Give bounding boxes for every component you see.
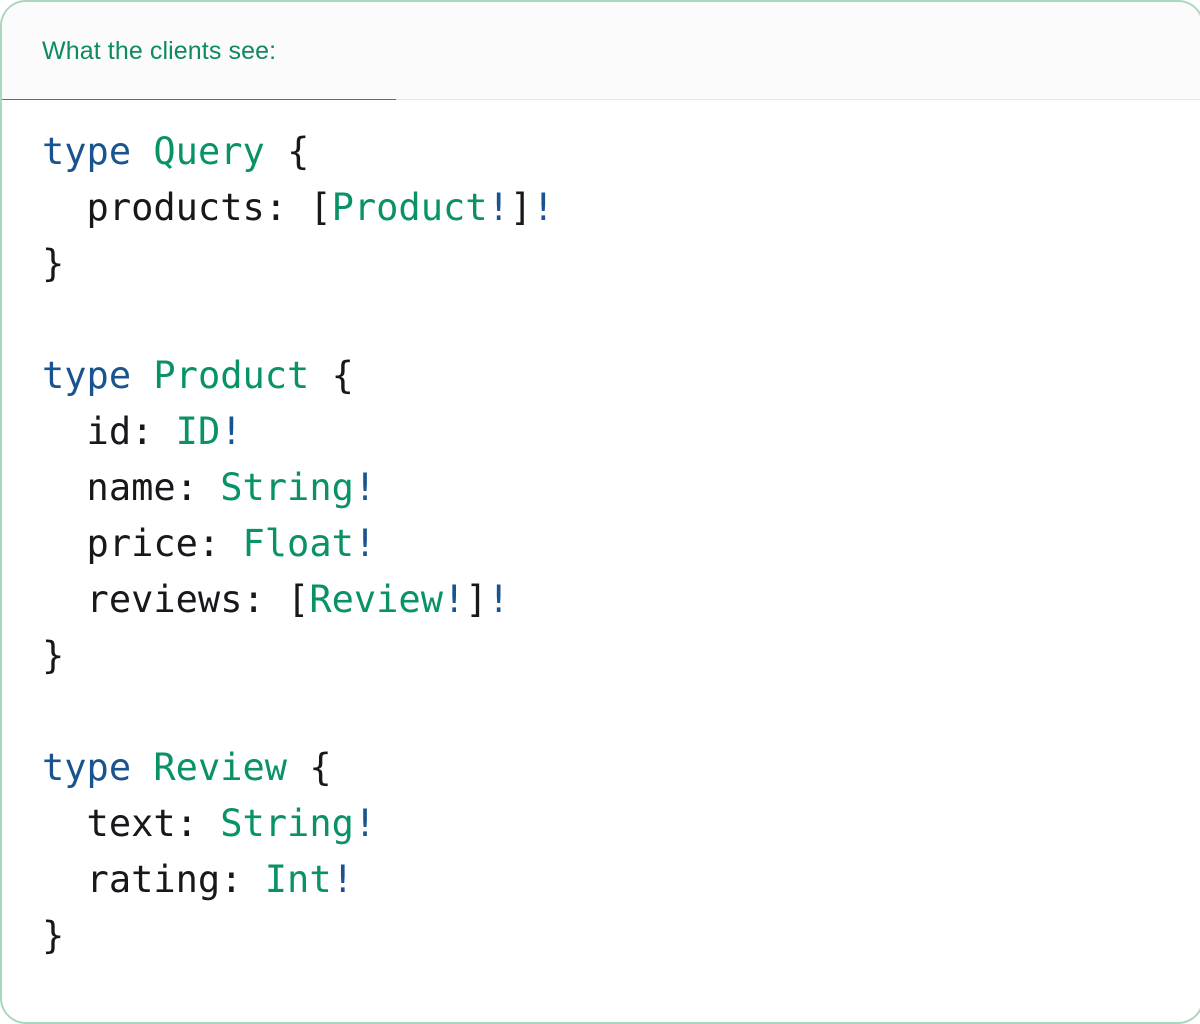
code-token: { [287, 130, 310, 173]
code-token [242, 858, 264, 901]
code-line: } [42, 628, 1200, 684]
code-token: ! [220, 410, 243, 453]
code-token: [ [287, 578, 310, 621]
graphql-schema-code: type Query { products: [Product!]!} type… [2, 124, 1200, 964]
code-token: reviews: [42, 578, 265, 621]
code-token: String [220, 466, 354, 509]
code-token: } [42, 914, 65, 957]
code-token: ] [509, 186, 533, 229]
code-token: ! [487, 186, 510, 229]
code-token [309, 354, 331, 397]
code-line: rating: Int! [42, 852, 1200, 908]
code-line: name: String! [42, 460, 1200, 516]
code-token: ! [331, 858, 354, 901]
code-token: { [331, 354, 354, 397]
code-line: reviews: [Review!]! [42, 572, 1200, 628]
code-token: Int [264, 858, 332, 901]
code-token: Float [242, 522, 354, 565]
code-line: type Review { [42, 740, 1200, 796]
code-token [131, 746, 153, 789]
code-token: ! [353, 802, 377, 845]
code-token: ! [353, 466, 377, 509]
code-token: ! [442, 578, 466, 621]
code-token: Product [331, 186, 488, 229]
code-token: } [42, 634, 65, 677]
code-token: Review [153, 746, 288, 789]
code-token [131, 354, 153, 397]
code-token: { [309, 746, 332, 789]
code-token: type [42, 354, 132, 397]
code-token [220, 522, 242, 565]
code-blank-line [42, 684, 1200, 740]
code-line: products: [Product!]! [42, 180, 1200, 236]
code-token [198, 802, 220, 845]
code-token: rating: [42, 858, 243, 901]
code-token: type [42, 746, 132, 789]
code-token: id: [42, 410, 154, 453]
code-token: name: [42, 466, 198, 509]
tab-what-the-clients-see[interactable]: What the clients see: [2, 2, 396, 100]
code-token [198, 466, 220, 509]
code-token: text: [42, 802, 198, 845]
code-token: products: [42, 186, 288, 229]
code-token: [ [309, 186, 332, 229]
code-token: } [42, 242, 65, 285]
code-token [153, 410, 175, 453]
code-token [265, 130, 287, 173]
code-token: ! [353, 522, 377, 565]
code-line: } [42, 236, 1200, 292]
code-token [131, 130, 153, 173]
code-token: ] [465, 578, 488, 621]
code-line: type Query { [42, 124, 1200, 180]
code-line: id: ID! [42, 404, 1200, 460]
code-blank-line [42, 292, 1200, 348]
code-token: Product [153, 354, 310, 397]
code-token: Review [309, 578, 443, 621]
code-token [287, 746, 309, 789]
code-line: text: String! [42, 796, 1200, 852]
code-token: ID [175, 410, 221, 453]
tab-bar: What the clients see: [2, 2, 1200, 103]
code-token: type [42, 130, 132, 173]
code-token [287, 186, 309, 229]
tab-label: What the clients see: [42, 36, 277, 65]
code-panel[interactable]: type Query { products: [Product!]!} type… [2, 100, 1200, 1022]
code-line: price: Float! [42, 516, 1200, 572]
code-token: Query [153, 130, 265, 173]
code-token: price: [42, 522, 221, 565]
code-line: type Product { [42, 348, 1200, 404]
code-line: } [42, 908, 1200, 964]
code-token [265, 578, 287, 621]
code-token: ! [487, 578, 510, 621]
code-token: ! [532, 186, 555, 229]
code-token: String [220, 802, 354, 845]
